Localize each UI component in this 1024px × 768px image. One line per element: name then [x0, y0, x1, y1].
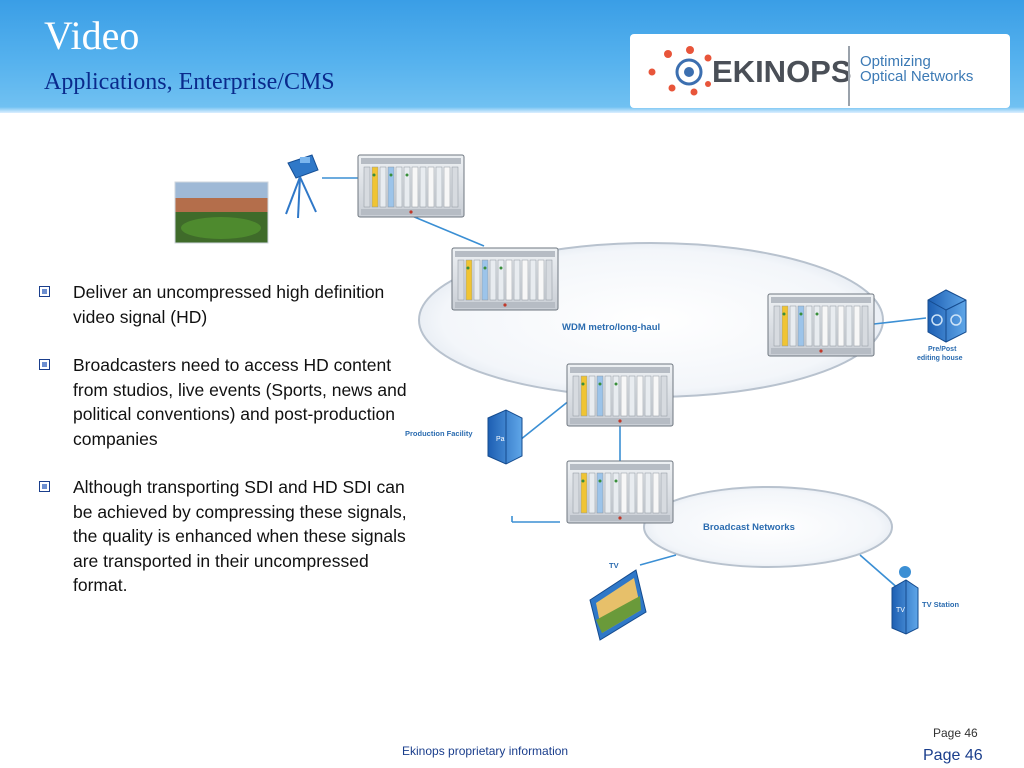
bullet-text: Broadcasters need to access HD content f…: [73, 355, 407, 449]
bullet-text: Deliver an uncompressed high definition …: [73, 282, 385, 327]
stadium-photo: [174, 181, 269, 244]
tv-label: TV: [609, 561, 619, 570]
bullet-item: Broadcasters need to access HD content f…: [38, 353, 418, 451]
tv-station-sign: TV: [896, 607, 905, 614]
footer-proprietary: Ekinops proprietary information: [402, 744, 569, 758]
bullet-text: Although transporting SDI and HD SDI can…: [73, 477, 407, 595]
production-building-icon: [487, 409, 523, 465]
camera-icon: [285, 154, 319, 219]
connection-lines: [322, 177, 927, 591]
postprod-house-icon: [927, 289, 967, 343]
page-number-small: Page 46: [933, 726, 978, 740]
production-sign: Pa: [496, 436, 505, 443]
shelf-left: [451, 247, 559, 311]
page-number: Page 46: [923, 747, 983, 764]
slide-subtitle: Applications, Enterprise/CMS: [44, 69, 335, 95]
tv-icon: [589, 569, 647, 641]
postprod-label-line1: Pre/Post: [928, 346, 957, 353]
logo-tagline: Optimizing Optical Networks: [860, 54, 973, 84]
wdm-ring-label: WDM metro/long-haul: [562, 322, 660, 333]
bullet-box-icon: [39, 359, 50, 370]
shelf-bottom: [566, 460, 674, 524]
logo-divider: [848, 46, 850, 106]
shelf-top: [357, 154, 465, 218]
bullet-item: Although transporting SDI and HD SDI can…: [38, 475, 418, 598]
shelf-right: [767, 293, 875, 357]
bullet-item: Deliver an uncompressed high definition …: [38, 280, 418, 329]
production-facility-label: Production Facility: [405, 429, 473, 438]
shelf-center: [566, 363, 674, 427]
broadcast-ring-label: Broadcast Networks: [703, 522, 795, 533]
bullet-box-icon: [39, 481, 50, 492]
tv-station-label: TV Station: [922, 600, 960, 609]
slide-title: Video: [44, 13, 140, 58]
logo-tagline-line1: Optimizing: [860, 53, 931, 70]
logo-wordmark: EKINOPS: [712, 54, 852, 89]
broadcast-ring: [643, 486, 893, 568]
postprod-label-line2: editing house: [917, 355, 963, 362]
tv-station-icon: [891, 566, 919, 635]
logo-tagline-line2: Optical Networks: [860, 68, 974, 85]
bullet-box-icon: [39, 286, 50, 297]
bullet-list: Deliver an uncompressed high definition …: [38, 280, 418, 622]
